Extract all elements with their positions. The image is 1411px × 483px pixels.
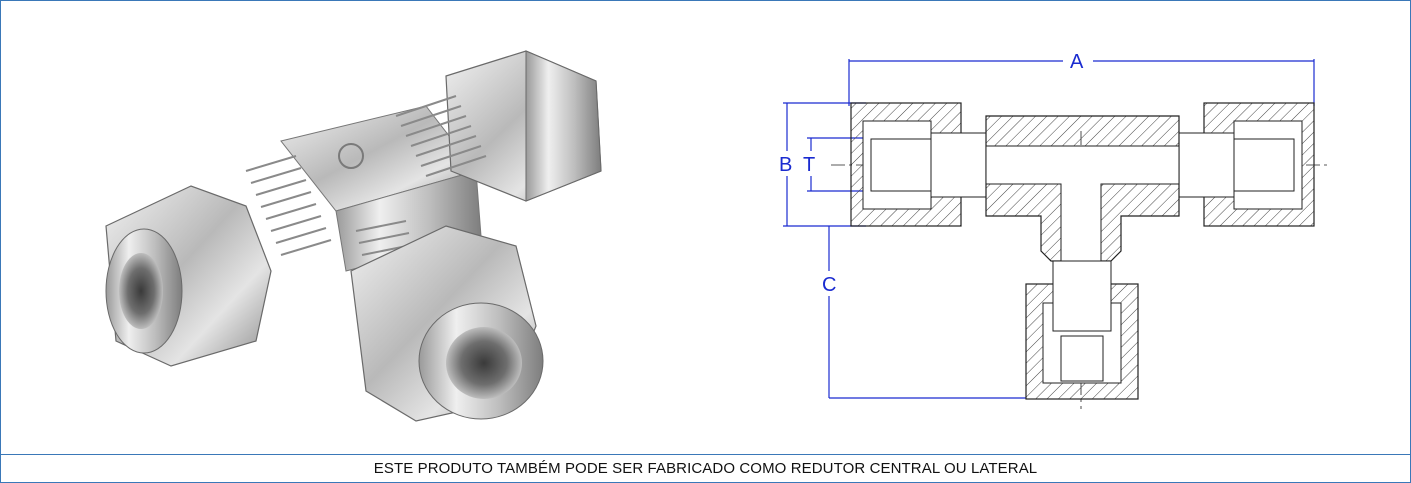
- caption-row: ESTE PRODUTO TAMBÉM PODE SER FABRICADO C…: [1, 455, 1410, 482]
- dimension-label-a: A: [1070, 51, 1084, 73]
- image-row: A B T C: [1, 1, 1410, 455]
- right-nut: [1178, 102, 1315, 227]
- dimension-label-t: T: [803, 154, 815, 176]
- dimension-a: A: [848, 51, 1315, 106]
- dimension-label-b: B: [779, 154, 792, 176]
- dimension-c: C: [822, 226, 1026, 399]
- product-photo: [105, 50, 602, 422]
- dimension-label-c: C: [822, 274, 836, 296]
- product-note: ESTE PRODUTO TAMBÉM PODE SER FABRICADO C…: [373, 460, 1038, 477]
- tee-section-drawing: A B T C: [779, 51, 1331, 409]
- left-nut: [850, 102, 987, 227]
- tee-body: [985, 115, 1180, 262]
- bottom-nut: [1025, 260, 1139, 400]
